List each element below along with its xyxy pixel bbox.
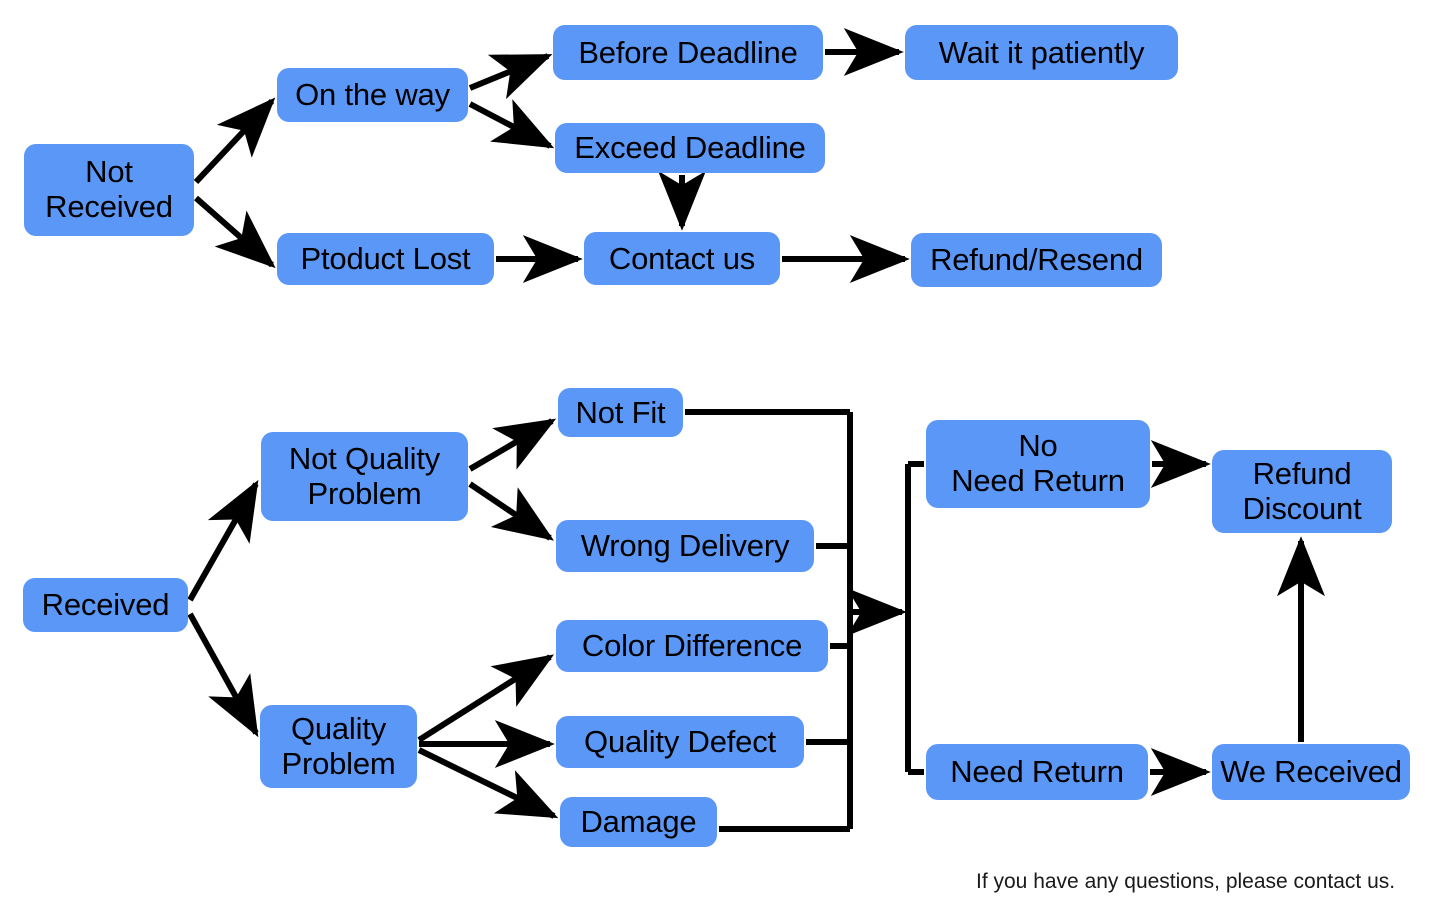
edge-quality-problem-to-color-difference [417, 654, 555, 743]
node-wrong-delivery[interactable]: Wrong Delivery [556, 520, 814, 572]
node-on-the-way[interactable]: On the way [277, 68, 468, 122]
edge-on-the-way-to-before-deadline [468, 53, 553, 100]
node-need-return[interactable]: Need Return [926, 744, 1148, 800]
edge-quality-problem-to-damage [417, 747, 559, 819]
node-color-difference[interactable]: Color Difference [556, 620, 828, 672]
node-quality-defect[interactable]: Quality Defect [556, 716, 804, 768]
node-refund-resend[interactable]: Refund/Resend [911, 233, 1162, 287]
node-damage[interactable]: Damage [560, 797, 717, 847]
node-wait-patiently[interactable]: Wait it patiently [905, 25, 1178, 80]
edge-not-received-to-ptoduct-lost [194, 195, 276, 269]
node-not-received[interactable]: Not Received [24, 144, 194, 236]
edge-not-quality-to-wrong-delivery [468, 481, 554, 541]
node-contact-us[interactable]: Contact us [584, 232, 780, 285]
node-we-received[interactable]: We Received [1212, 744, 1410, 800]
node-received[interactable]: Received [23, 578, 188, 632]
node-not-quality[interactable]: Not Quality Problem [261, 432, 468, 521]
node-refund-discount[interactable]: Refund Discount [1212, 450, 1392, 533]
edge-received-to-not-quality [187, 479, 259, 602]
node-quality-problem[interactable]: Quality Problem [260, 705, 417, 788]
node-ptoduct-lost[interactable]: Ptoduct Lost [277, 233, 494, 285]
footer-note: If you have any questions, please contac… [976, 870, 1396, 893]
edge-received-to-quality-problem [187, 612, 259, 738]
node-not-fit[interactable]: Not Fit [558, 388, 683, 437]
edge-on-the-way-to-exceed-deadline [468, 99, 555, 149]
node-before-deadline[interactable]: Before Deadline [553, 25, 823, 80]
edge-not-quality-to-not-fit [468, 418, 557, 472]
node-no-need-return[interactable]: No Need Return [926, 420, 1150, 508]
node-exceed-deadline[interactable]: Exceed Deadline [555, 123, 825, 173]
edge-not-received-to-on-the-way [193, 97, 276, 185]
